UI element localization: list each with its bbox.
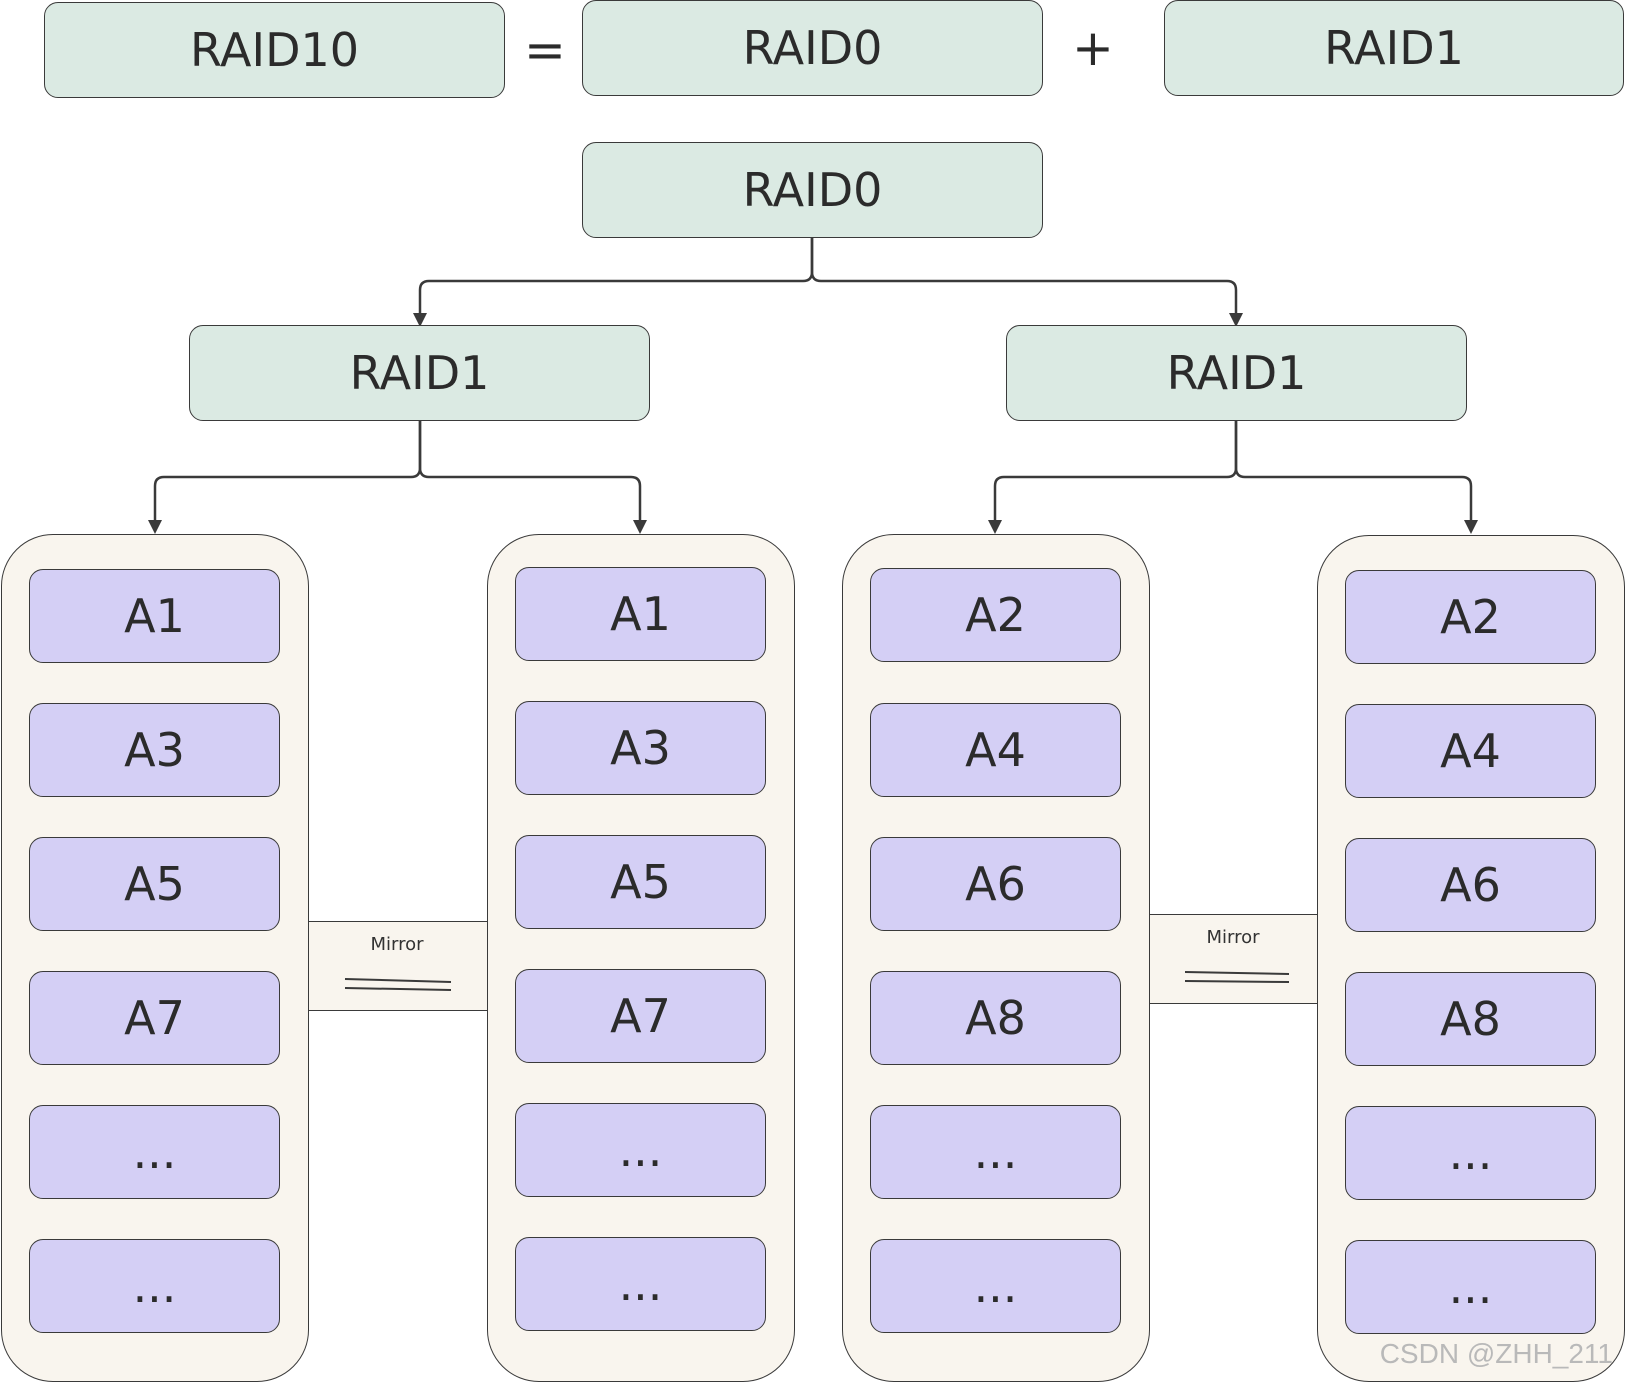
disk-column-2: A1 A3 A5 A7 ... ... — [487, 534, 795, 1382]
data-block: A8 — [1345, 972, 1596, 1066]
raid1-left-label: RAID1 — [349, 346, 490, 400]
edge-root-to-left-raid1 — [413, 238, 814, 327]
data-block: ... — [870, 1239, 1121, 1333]
data-block: ... — [1345, 1106, 1596, 1200]
mirror-label: Mirror — [370, 934, 424, 955]
mirror-label: Mirror — [1206, 927, 1260, 948]
data-block: A6 — [870, 837, 1121, 931]
data-block: A1 — [515, 567, 766, 661]
raid0-equation-label: RAID0 — [742, 21, 883, 75]
data-block: ... — [1345, 1240, 1596, 1334]
edge-left-raid1-to-disk1 — [148, 421, 422, 534]
raid1-equation-box: RAID1 — [1164, 0, 1624, 96]
data-block: ... — [29, 1105, 280, 1199]
data-block: A4 — [1345, 704, 1596, 798]
edge-root-to-right-raid1 — [810, 238, 1243, 327]
raid1-right-node: RAID1 — [1006, 325, 1467, 421]
disk-column-1: A1 A3 A5 A7 ... ... — [1, 534, 309, 1382]
data-block: A2 — [1345, 570, 1596, 664]
data-block: A8 — [870, 971, 1121, 1065]
edge-left-raid1-to-disk2 — [418, 421, 647, 534]
mirror-lines-icon — [344, 978, 452, 991]
raid0-root-node: RAID0 — [582, 142, 1043, 238]
raid1-equation-label: RAID1 — [1324, 21, 1464, 75]
plus-sign: + — [1072, 19, 1114, 77]
data-block: A3 — [515, 701, 766, 795]
raid0-equation-box: RAID0 — [582, 0, 1043, 96]
raid10-box: RAID10 — [44, 2, 505, 98]
raid10-label: RAID10 — [189, 23, 360, 77]
data-block: A6 — [1345, 838, 1596, 932]
mirror-lines-icon — [1184, 971, 1290, 983]
mirror-connector-right: Mirror — [1148, 914, 1318, 1004]
data-block: A7 — [29, 971, 280, 1065]
disk-column-4: A2 A4 A6 A8 ... ... — [1317, 535, 1625, 1382]
mirror-connector-left: Mirror — [306, 921, 488, 1011]
raid0-root-label: RAID0 — [742, 163, 883, 217]
data-block: ... — [29, 1239, 280, 1333]
edge-right-raid1-to-disk3 — [988, 421, 1238, 534]
equals-sign: = — [524, 21, 566, 79]
data-block: A1 — [29, 569, 280, 663]
edge-right-raid1-to-disk4 — [1234, 421, 1478, 534]
raid1-right-label: RAID1 — [1166, 346, 1307, 400]
data-block: A5 — [515, 835, 766, 929]
data-block: ... — [515, 1103, 766, 1197]
data-block: A3 — [29, 703, 280, 797]
data-block: A7 — [515, 969, 766, 1063]
watermark: CSDN @ZHH_211 — [1379, 1338, 1613, 1369]
data-block: ... — [870, 1105, 1121, 1199]
data-block: ... — [515, 1237, 766, 1331]
disk-column-3: A2 A4 A6 A8 ... ... — [842, 534, 1150, 1382]
data-block: A2 — [870, 568, 1121, 662]
data-block: A4 — [870, 703, 1121, 797]
data-block: A5 — [29, 837, 280, 931]
raid1-left-node: RAID1 — [189, 325, 650, 421]
